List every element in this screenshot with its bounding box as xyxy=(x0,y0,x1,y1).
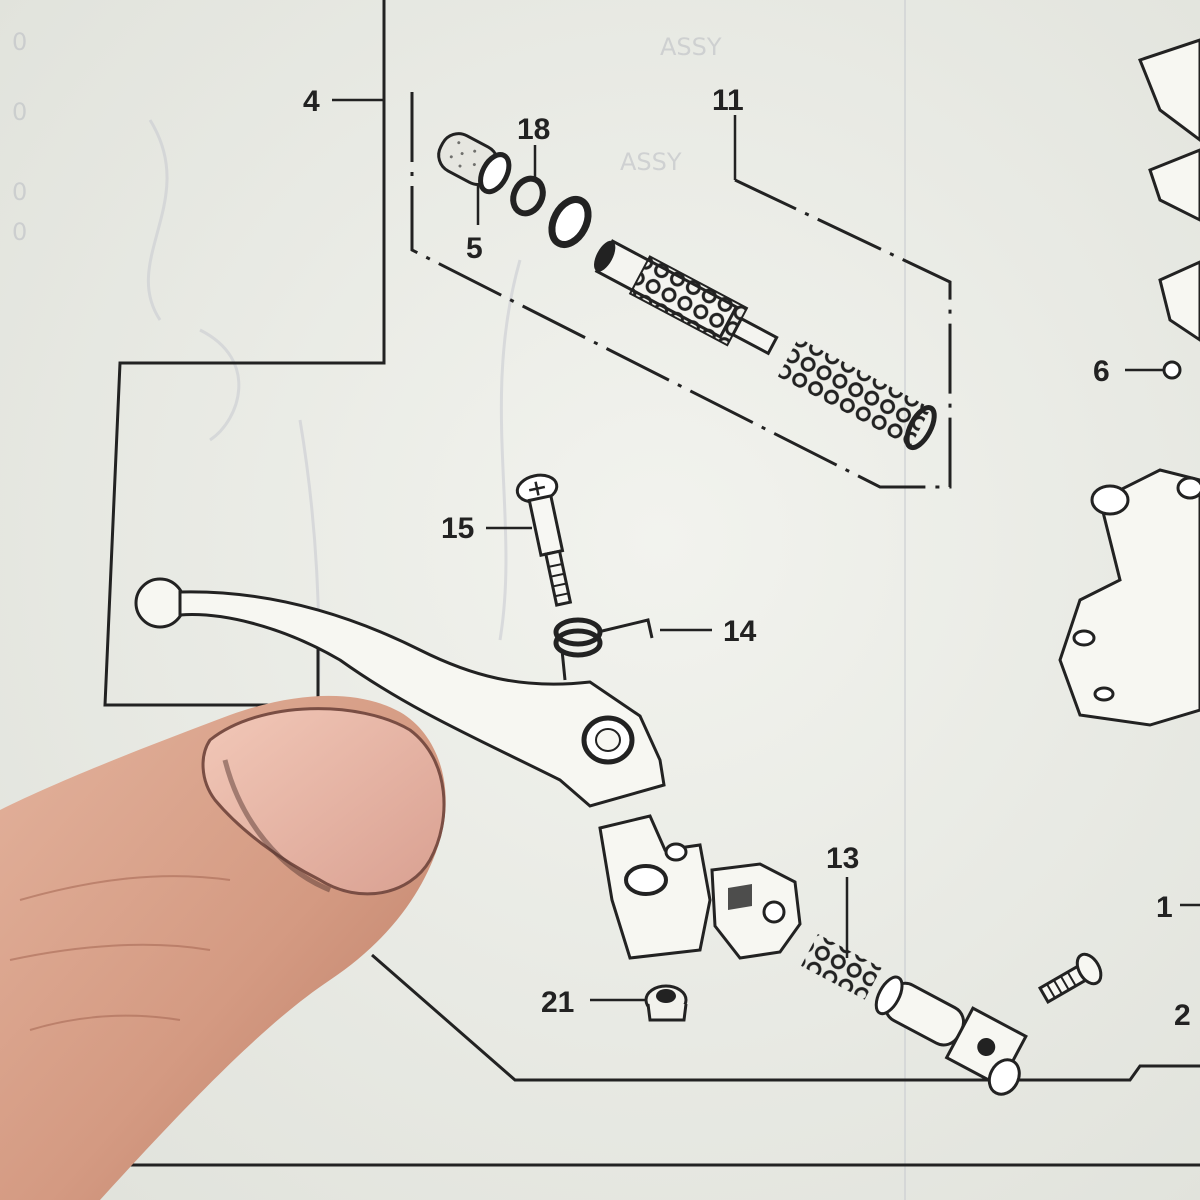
lever-bracket xyxy=(598,814,802,960)
switch-screw xyxy=(1037,952,1103,1004)
bleed-text: 0 xyxy=(12,218,27,246)
small-spring xyxy=(801,934,882,1000)
callout-5: 5 xyxy=(466,232,483,265)
master-cylinder-body xyxy=(1058,38,1200,727)
lever-spring xyxy=(553,617,654,681)
brake-lever xyxy=(134,577,666,808)
bleed-text: 0 xyxy=(12,98,27,126)
callout-14: 14 xyxy=(723,615,757,648)
filter-part xyxy=(437,132,512,195)
thumbnail xyxy=(201,707,446,896)
callout-4: 4 xyxy=(303,85,320,118)
callout-18: 18 xyxy=(517,113,550,146)
brake-switch xyxy=(874,975,1028,1096)
bleed-text: 0 xyxy=(12,28,27,56)
thumb xyxy=(0,695,446,1200)
callout-2: 2 xyxy=(1174,999,1191,1032)
bleed-text: ASSY xyxy=(660,33,722,61)
assembly-outline xyxy=(371,953,1200,1082)
callout-1: 1 xyxy=(1156,891,1173,924)
callout-21: 21 xyxy=(541,986,574,1019)
bleed-text: ASSY xyxy=(620,148,682,176)
callout-15: 15 xyxy=(441,512,474,545)
callout-13: 13 xyxy=(826,842,859,875)
pivot-bolt xyxy=(515,473,573,607)
dust-cap xyxy=(644,984,688,1022)
callout-11: 11 xyxy=(712,84,744,117)
piston-kit-box xyxy=(410,92,952,489)
bleed-through: 0 0 0 0 ASSY ASSY xyxy=(12,0,906,1200)
callout-6: 6 xyxy=(1093,355,1110,388)
return-spring xyxy=(777,337,937,451)
bleed-text: 0 xyxy=(12,178,27,206)
assembly-outline xyxy=(103,0,386,707)
piston-part xyxy=(594,239,779,356)
callout-labels: 4 5 18 11 6 15 14 13 21 1 2 xyxy=(303,84,1191,1032)
washer-part xyxy=(548,196,592,248)
leader-lines xyxy=(332,98,1200,1002)
